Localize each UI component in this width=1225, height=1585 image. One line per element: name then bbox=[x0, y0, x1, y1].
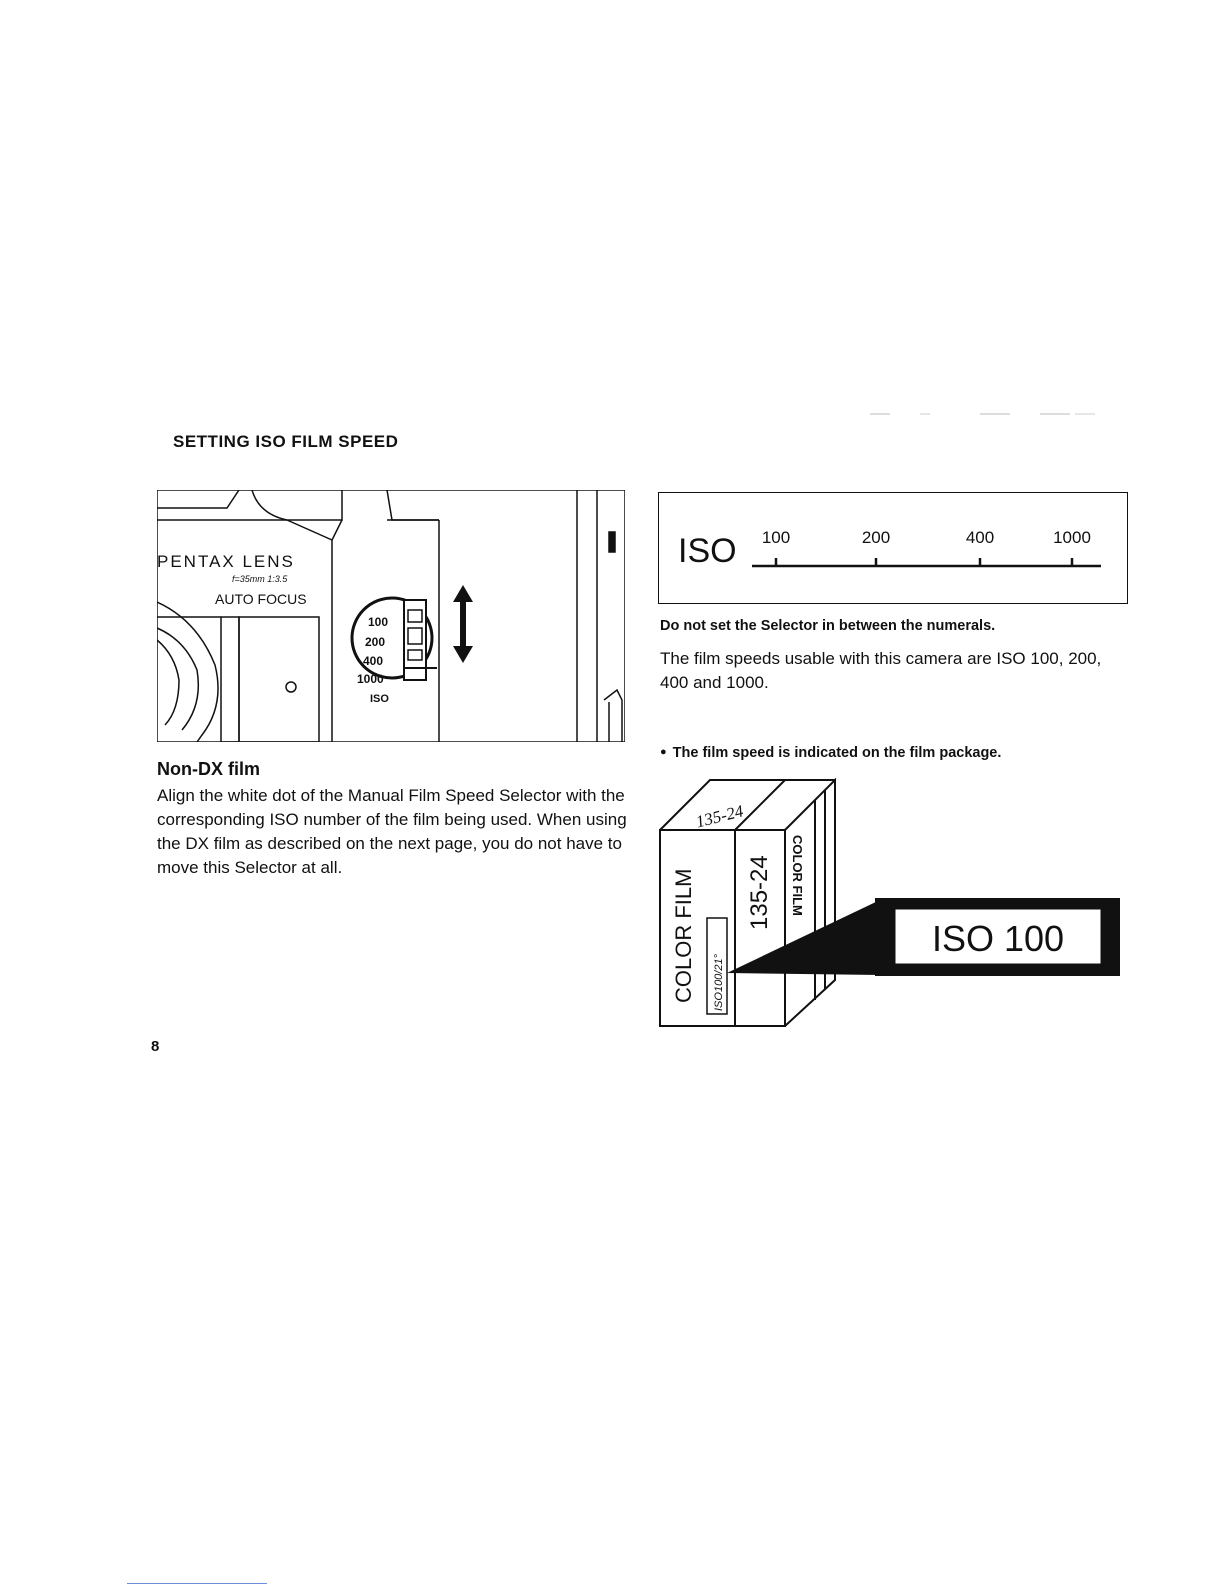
iso-scale-mark-100: 100 bbox=[761, 528, 789, 547]
dial-speed-400: 400 bbox=[363, 654, 383, 668]
dial-speed-200: 200 bbox=[365, 635, 385, 649]
non-dx-film-heading: Non-DX film bbox=[157, 759, 260, 779]
iso-scale-diagram: ISO 100 200 400 1000 bbox=[678, 528, 1101, 570]
film-package-note-text: The film speed is indicated on the film … bbox=[672, 745, 1002, 761]
iso-scale-mark-1000: 1000 bbox=[1053, 528, 1091, 547]
camera-lens-spec: f=35mm 1:3.5 bbox=[232, 574, 288, 584]
camera-brand-text: PENTAX LENS bbox=[157, 552, 295, 571]
package-side-code: 135-24 bbox=[746, 855, 773, 930]
bottom-edge-line bbox=[127, 1583, 267, 1584]
film-package-note: ● The film speed is indicated on the film… bbox=[660, 745, 1001, 761]
usable-speeds-text: The film speeds usable with this camera … bbox=[660, 649, 1102, 692]
dial-speed-1000: 1000 bbox=[357, 672, 384, 686]
camera-feature-text: AUTO FOCUS bbox=[215, 591, 307, 607]
iso-scale-box: ISO 100 200 400 1000 bbox=[658, 492, 1128, 604]
bullet-icon: ● bbox=[660, 746, 667, 758]
film-package-illustration: 135-24 COLOR FILM ISO100/21° 135-24 COLO… bbox=[659, 777, 1120, 1027]
page-title: SETTING ISO FILM SPEED bbox=[173, 432, 399, 451]
non-dx-film-instructions: Align the white dot of the Manual Film S… bbox=[157, 786, 627, 877]
iso-100-callout: ISO 100 bbox=[932, 918, 1064, 959]
page-number: 8 bbox=[151, 1038, 160, 1055]
iso-scale-mark-200: 200 bbox=[861, 528, 889, 547]
package-side-label: COLOR FILM bbox=[790, 835, 805, 916]
dial-iso-label: ISO bbox=[370, 693, 389, 705]
camera-selector-illustration: PENTAX LENS f=35mm 1:3.5 AUTO FOCUS 100 … bbox=[157, 490, 625, 742]
package-iso-stamp: ISO100/21° bbox=[713, 953, 725, 1011]
dial-speed-100: 100 bbox=[368, 615, 388, 629]
scan-speck-line bbox=[870, 413, 1095, 415]
double-arrow-icon bbox=[453, 585, 473, 663]
selector-warning: Do not set the Selector in between the n… bbox=[660, 618, 996, 634]
iso-scale-label: ISO bbox=[678, 532, 737, 570]
package-front-label: COLOR FILM bbox=[671, 869, 696, 1003]
iso-scale-mark-400: 400 bbox=[965, 528, 993, 547]
